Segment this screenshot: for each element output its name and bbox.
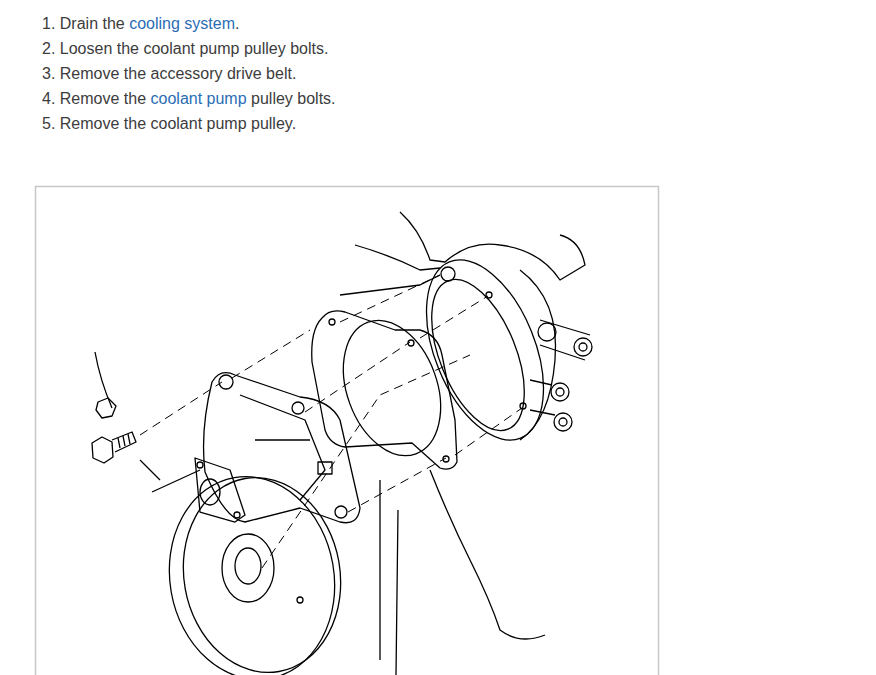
step-line: 5. Remove the coolant pump pulley. (42, 113, 296, 135)
bolt-shank (112, 432, 136, 452)
pump-housing (403, 243, 567, 457)
step-text: pulley bolts. (251, 90, 336, 107)
figure-frame (36, 187, 659, 675)
boss (559, 418, 567, 426)
pump-ribs (240, 395, 325, 500)
boss (574, 338, 592, 356)
step-text: 5. Remove the coolant pump pulley. (42, 115, 296, 132)
boss (551, 383, 569, 401)
pump-body (204, 373, 360, 523)
pulley (168, 465, 356, 675)
boss (540, 320, 590, 360)
boss (556, 388, 564, 396)
bolt-hole (441, 267, 455, 281)
engine-outline (152, 470, 200, 492)
pulley-hub (235, 548, 261, 584)
pulley-hole (197, 462, 203, 468)
boss (530, 380, 555, 415)
engine-outline (355, 245, 440, 270)
gasket (312, 311, 457, 469)
center-lines (140, 275, 522, 568)
step-line: 3. Remove the accessory drive belt. (42, 63, 296, 85)
boss (554, 413, 572, 431)
link-text: cooling system (129, 15, 235, 32)
step-text: 2. Loosen the coolant pump pulley bolts. (42, 40, 328, 57)
pump-housing (520, 270, 556, 440)
leader (140, 460, 160, 480)
pulley-hub (222, 534, 274, 602)
step-text: 4. Remove the (42, 90, 146, 107)
step-text: 1. Drain the (42, 15, 125, 32)
pulley-flange (195, 458, 245, 522)
pulley-hole (297, 597, 303, 603)
bolt-hole (520, 403, 526, 409)
engine-outline (430, 470, 545, 639)
gasket-hole (329, 319, 335, 325)
line-drawing (92, 212, 592, 675)
engine-outline (340, 275, 440, 295)
pulley-flange (200, 479, 220, 505)
step-line: 4. Remove the coolant pumppulley bolts. (42, 88, 336, 110)
pulley-hole (234, 512, 240, 518)
bolt-thread (118, 434, 130, 448)
pump-bolt-hole (335, 506, 347, 518)
pump-housing (413, 267, 543, 444)
step-text: . (235, 15, 239, 32)
step-line: 1. Drain thecooling system. (42, 13, 239, 35)
step-text: 3. Remove the accessory drive belt. (42, 65, 296, 82)
boss (579, 343, 587, 351)
step-line: 2. Loosen the coolant pump pulley bolts. (42, 38, 328, 60)
pump-bolt-hole (292, 402, 304, 414)
link-text: coolant pump (151, 90, 247, 107)
boss (538, 323, 556, 341)
washer (96, 398, 116, 418)
bolt-head (92, 437, 113, 463)
engine-outline (380, 480, 398, 675)
